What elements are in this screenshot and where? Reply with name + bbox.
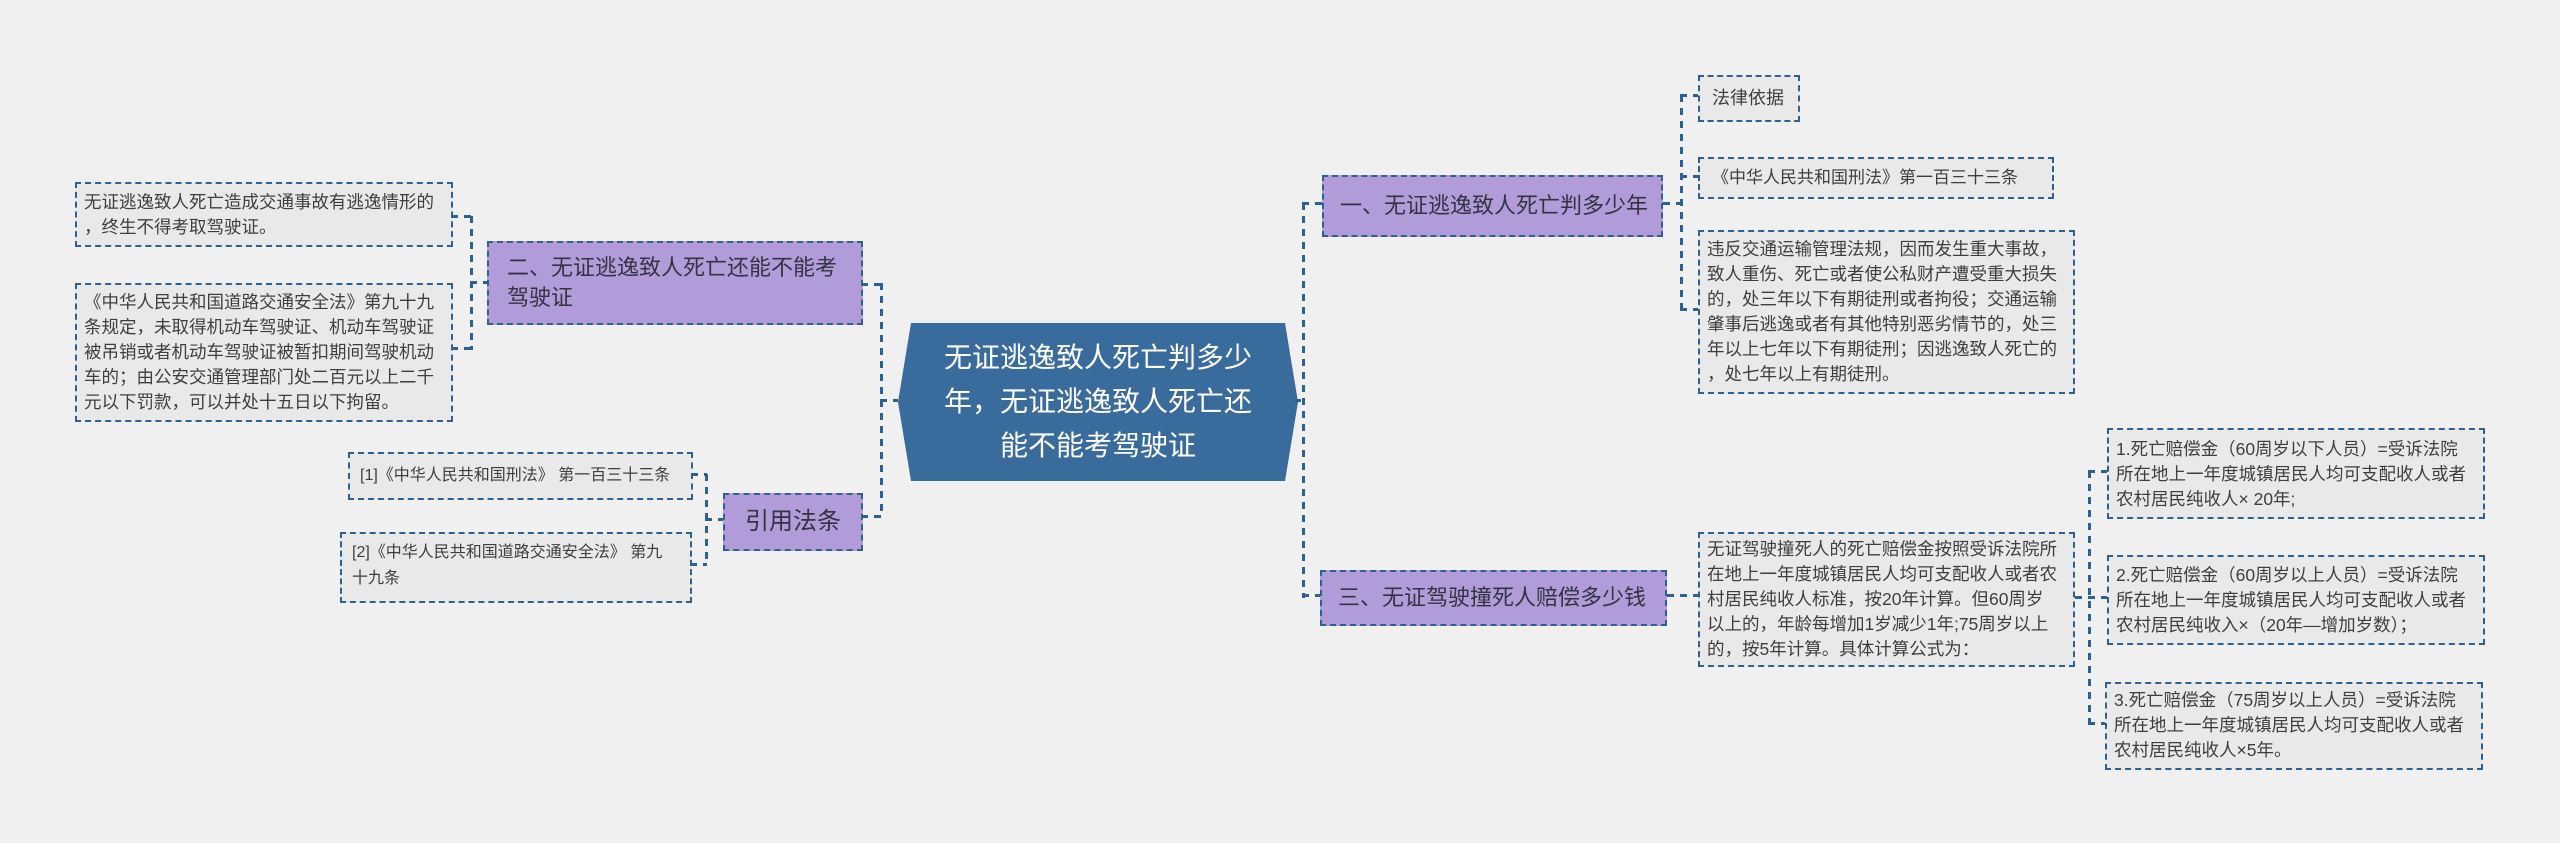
connector-tick-citation-1 bbox=[691, 473, 707, 476]
connector-tick-road-safety bbox=[451, 347, 472, 350]
connector-tick-citations-root bbox=[861, 515, 882, 518]
connector-trunk-topic1 bbox=[1680, 95, 1683, 310]
connector-tick-overview-formulas bbox=[2075, 596, 2107, 599]
citation-2[interactable]: [2]《中华人民共和国道路交通安全法》 第九 十九条 bbox=[340, 532, 692, 603]
note-legal-basis-label[interactable]: 法律依据 bbox=[1698, 75, 1800, 122]
connector-tick-lifetime-ban bbox=[451, 215, 472, 218]
note-formula-1[interactable]: 1.死亡赔偿金（60周岁以下人员）=受诉法院 所在地上一年度城镇居民人均可支配收… bbox=[2107, 428, 2485, 519]
connector-tick-topic1-right bbox=[1663, 202, 1682, 205]
root-topic-node[interactable]: 无证逃逸致人死亡判多少 年，无证逃逸致人死亡还 能不能考驾驶证 bbox=[898, 323, 1298, 481]
connector-tick-topic2-root bbox=[861, 283, 882, 286]
connector-trunk-formulas bbox=[2088, 471, 2091, 724]
note-road-safety-law[interactable]: 《中华人民共和国道路交通安全法》第九十九 条规定，未取得机动车驾驶证、机动车驾驶… bbox=[75, 283, 453, 422]
citation-1[interactable]: [1]《中华人民共和国刑法》 第一百三十三条 bbox=[348, 452, 693, 500]
topic-citations-node[interactable]: 引用法条 bbox=[723, 493, 863, 551]
note-formula-3[interactable]: 3.死亡赔偿金（75周岁以上人员）=受诉法院 所在地上一年度城镇居民人均可支配收… bbox=[2105, 682, 2483, 770]
note-lifetime-ban[interactable]: 无证逃逸致人死亡造成交通事故有逃逸情形的 ，终生不得考取驾驶证。 bbox=[75, 182, 453, 247]
topic-3-node[interactable]: 三、无证驾驶撞死人赔偿多少钱 bbox=[1320, 570, 1667, 626]
connector-tick-law-content bbox=[1680, 308, 1698, 311]
note-formula-2[interactable]: 2.死亡赔偿金（60周岁以上人员）=受诉法院 所在地上一年度城镇居民人均可支配收… bbox=[2107, 555, 2485, 645]
topic-1-node[interactable]: 一、无证逃逸致人死亡判多少年 bbox=[1322, 175, 1663, 237]
connector-tick-citation-2 bbox=[690, 563, 707, 566]
connector-tick-formula-1 bbox=[2088, 470, 2107, 473]
connector-tick-root-left bbox=[880, 399, 898, 402]
note-criminal-law-133[interactable]: 《中华人民共和国刑法》第一百三十三条 bbox=[1698, 157, 2054, 199]
connector-tick-formula-3 bbox=[2088, 722, 2105, 725]
connector-tick-law-reference bbox=[1680, 175, 1698, 178]
connector-tick-topic2 bbox=[470, 281, 487, 284]
connector-tick-topic3-overview bbox=[1667, 594, 1698, 597]
topic-2-node[interactable]: 二、无证逃逸致人死亡还能不能考 驾驶证 bbox=[487, 241, 863, 325]
connector-tick-legal-basis bbox=[1680, 94, 1698, 97]
connector-tick-topic3 bbox=[1302, 594, 1320, 597]
connector-tick-citations-topic bbox=[705, 518, 723, 521]
connector-tick-topic1 bbox=[1302, 202, 1322, 205]
note-criminal-law-content[interactable]: 违反交通运输管理法规，因而发生重大事故， 致人重伤、死亡或者使公私财产遭受重大损… bbox=[1698, 230, 2075, 394]
connector-tick-root-right bbox=[1294, 399, 1304, 402]
note-compensation-overview[interactable]: 无证驾驶撞死人的死亡赔偿金按照受诉法院所 在地上一年度城镇居民人均可支配收人或者… bbox=[1698, 532, 2075, 667]
